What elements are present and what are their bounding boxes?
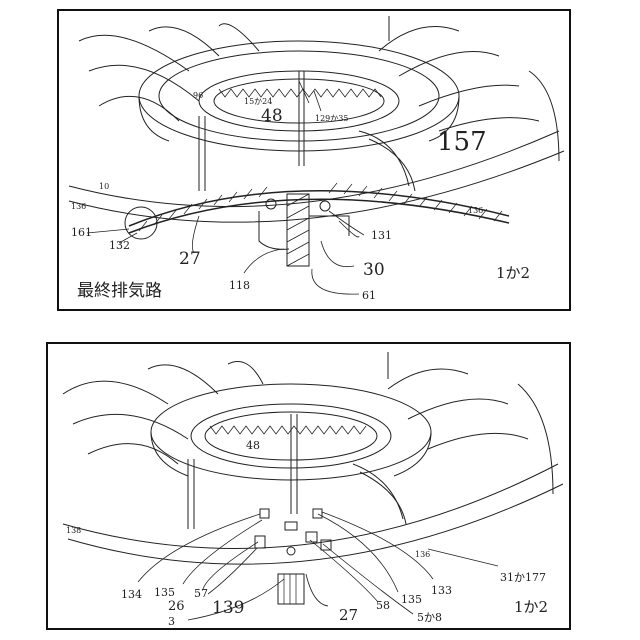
- label-134: 134: [121, 589, 142, 600]
- label-30: 30: [363, 262, 385, 279]
- label-132: 132: [109, 240, 130, 251]
- label-48: 48: [261, 108, 283, 125]
- label-135: 135: [154, 587, 175, 598]
- lower-ring-outer: [63, 464, 558, 549]
- page-marker: 1か2: [514, 600, 548, 615]
- label-15-24: 15か24: [244, 98, 272, 106]
- part-block-left: [260, 509, 269, 518]
- label-3: 3: [168, 616, 175, 627]
- left-bracket: [259, 211, 289, 249]
- label-118: 118: [229, 280, 250, 291]
- label-96: 96: [193, 92, 203, 100]
- central-post: [287, 194, 309, 266]
- page-marker: 1か2: [496, 266, 530, 281]
- label-138: 138: [66, 527, 81, 535]
- label-48: 48: [246, 440, 260, 451]
- label-139: 139: [212, 600, 244, 617]
- label-61: 61: [362, 290, 376, 301]
- label-136b: 136: [468, 207, 483, 215]
- label-57: 57: [194, 588, 208, 599]
- label-129-35: 129か35: [315, 115, 348, 123]
- center-hole: [287, 547, 295, 555]
- label-157: 157: [437, 129, 487, 155]
- label-131: 131: [371, 230, 392, 241]
- label-58: 58: [376, 600, 390, 611]
- label-10: 10: [99, 183, 109, 191]
- label-27: 27: [179, 251, 201, 268]
- label-26: 26: [168, 600, 185, 613]
- label-133: 133: [431, 585, 452, 596]
- gear-teeth: [210, 426, 366, 434]
- gear-teeth: [219, 89, 381, 97]
- label-31-177: 31か177: [500, 572, 546, 583]
- right-bracket: [309, 216, 349, 236]
- label-5-8: 5か8: [417, 612, 442, 623]
- label-135b: 135: [401, 594, 422, 605]
- leader-lines: [87, 81, 364, 294]
- part-block-right: [313, 509, 322, 518]
- label-161: 161: [71, 227, 92, 238]
- label-136: 136: [415, 551, 430, 559]
- detail-circle: [125, 207, 157, 239]
- figure-caption: 最終排気路: [77, 283, 162, 300]
- top-figure-panel: 48 15か24 129か35 96 157 10 136 136 161 13…: [57, 9, 571, 311]
- bottom-figure-panel: 48 138 136 134 135 57 26 139 3 27 58 135…: [46, 342, 571, 630]
- lower-post: [278, 574, 304, 604]
- leader-lines: [138, 512, 498, 620]
- label-136: 136: [71, 203, 86, 211]
- blade-shapes: [63, 362, 528, 525]
- label-27: 27: [339, 608, 358, 623]
